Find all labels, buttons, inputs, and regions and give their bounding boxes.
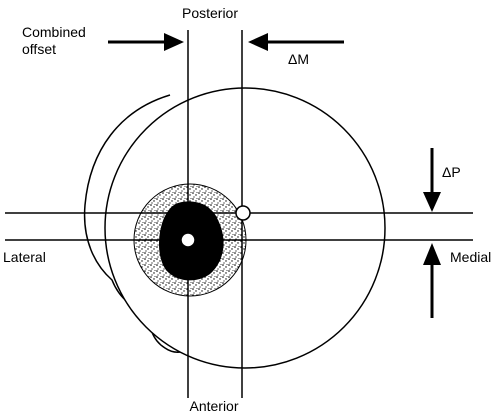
label-combined-offset-1: Combined: [22, 24, 86, 40]
center-point-core: [180, 232, 196, 248]
label-anterior: Anterior: [189, 398, 238, 414]
combined-offset-arrow-icon: [164, 33, 184, 51]
label-posterior: Posterior: [182, 5, 238, 21]
label-delta-m: ΔM: [288, 51, 309, 67]
label-medial: Medial: [450, 249, 491, 265]
center-point-offset: [235, 205, 251, 221]
bone-outline: [83, 94, 191, 353]
delta-p-arrow-icon: [423, 192, 441, 212]
delta-m-arrow-icon: [248, 33, 268, 51]
medial-up-arrow-icon: [423, 243, 441, 265]
label-delta-p: ΔP: [442, 164, 461, 180]
label-lateral: Lateral: [3, 249, 46, 265]
label-combined-offset-2: offset: [22, 41, 56, 57]
